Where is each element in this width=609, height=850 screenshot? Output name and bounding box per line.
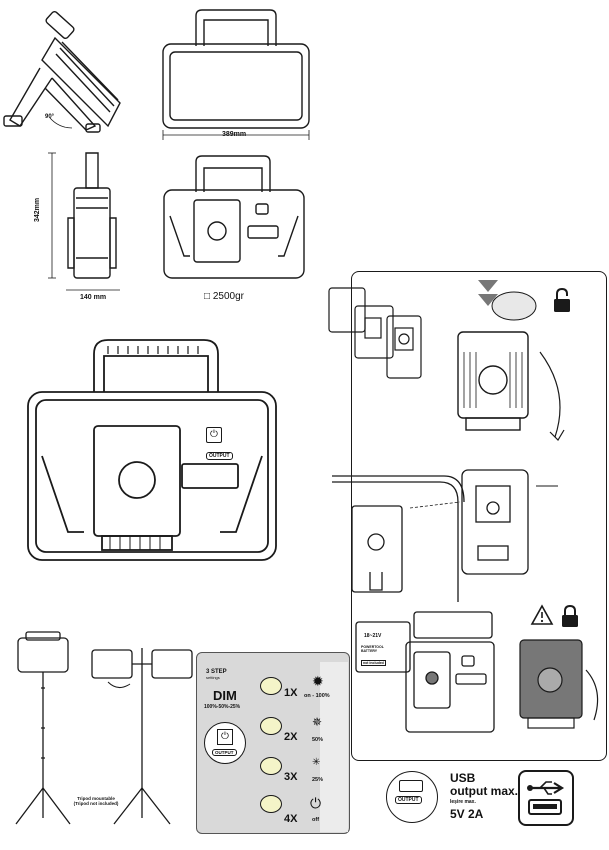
power-button[interactable]: ⏻ [206, 427, 222, 443]
finger-press-icon [260, 717, 282, 735]
side-tilt-drawing [3, 10, 121, 133]
tripod-mountable-label: Tripod mountable (Tripod not included) [73, 796, 119, 806]
press-row-3: 3X ✳ 25% [260, 753, 350, 791]
weight-label: □ 2500gr [204, 291, 244, 302]
side-view-drawing [48, 152, 120, 291]
battery-slide-drawing [457, 280, 565, 441]
front-view-drawing [162, 9, 310, 140]
weight-icon: □ [204, 291, 211, 302]
lock-icon [553, 287, 571, 313]
depth-dimension-label: 140 mm [80, 294, 107, 301]
back-view-small-drawing [163, 155, 305, 279]
battery-installed-drawing [355, 611, 495, 733]
angle-label: 90° [45, 114, 55, 120]
step-title: 3 STEP settings [206, 669, 227, 680]
usb-output-max-ro: Ieșire max. [450, 799, 476, 805]
battery-voltage-label: 18~21V [364, 633, 382, 639]
press-row-2: 2X ✵ 50% [260, 713, 350, 751]
tripod-drawing [15, 631, 193, 825]
battery-mount-drawing [332, 469, 558, 602]
output-port-label: OUTPUT [206, 452, 233, 460]
battery-not-included-label: not included [361, 660, 386, 666]
light-burst-icon: ✹ [312, 673, 324, 689]
light-medium-icon: ✵ [312, 715, 323, 729]
finger-press-icon [260, 757, 282, 775]
finger-press-icon [260, 677, 282, 695]
usb-port-slot [399, 780, 423, 792]
press-row-1: 1X ✹ on - 100% [260, 673, 350, 711]
height-dimension-label: 342mm [34, 197, 41, 222]
power-off-icon: ⏻ [310, 795, 322, 811]
usb-output-max: output max. [450, 784, 518, 798]
back-view-large-drawing [27, 339, 277, 561]
dim-levels-label: 100%-50%-25% [204, 704, 241, 710]
usb-rating: 5V 2A [450, 807, 484, 821]
usb-symbol-icon [518, 770, 574, 826]
step-output-label: OUTPUT [212, 749, 237, 756]
width-dimension-label: 389mm [222, 131, 247, 138]
battery-powertool-label: POWERTOOL BATTERY [361, 645, 384, 653]
dim-label: DIM [213, 688, 237, 703]
light-level-strip [320, 662, 348, 832]
light-low-icon: ✳ [312, 757, 321, 768]
lock-icon-secondary [561, 604, 579, 628]
battery-closeup-drawing [519, 639, 599, 729]
step-power-button[interactable]: ⏻ OUTPUT [204, 722, 246, 764]
usb-title: USB [450, 771, 476, 785]
step-power-icon: ⏻ [217, 729, 233, 745]
battery-adapters-drawing [328, 287, 422, 379]
power-icon: ⏻ [210, 429, 218, 440]
usb-port-illustration: OUTPUT [386, 771, 438, 823]
usb-output-label: OUTPUT [395, 796, 422, 804]
finger-press-icon [260, 795, 282, 813]
warning-icon [530, 604, 554, 626]
press-row-4: 4X ⏻ off [260, 791, 350, 829]
